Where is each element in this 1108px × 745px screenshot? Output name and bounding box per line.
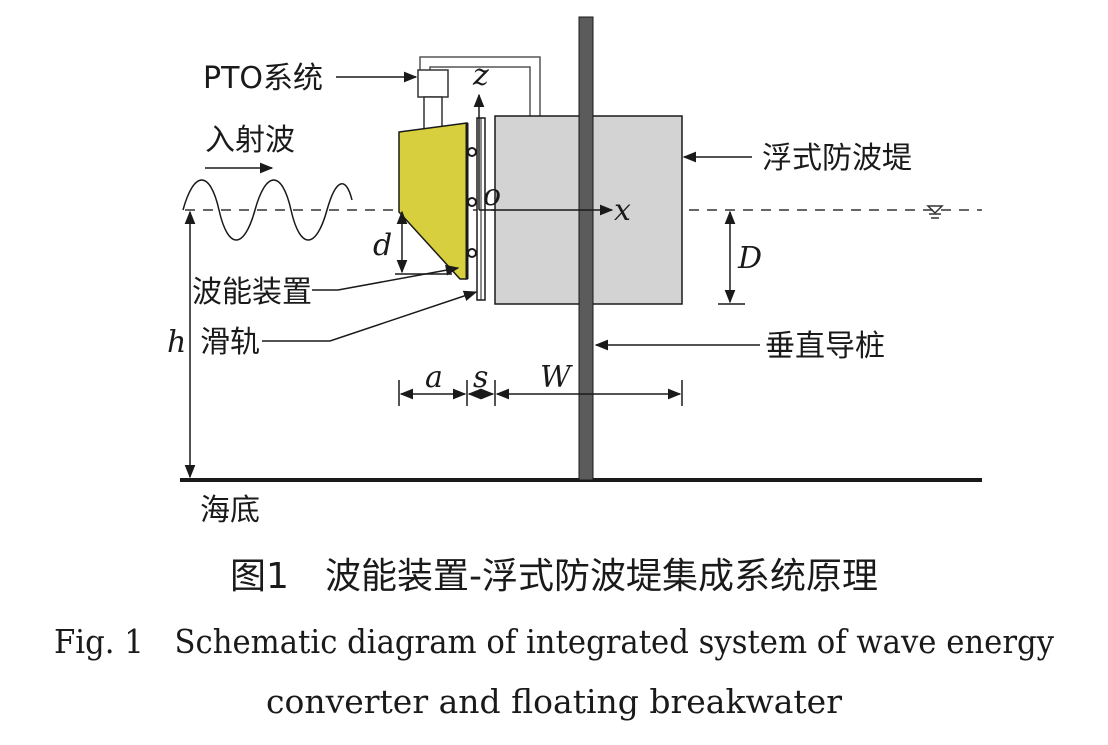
x-axis-label: x <box>614 193 631 228</box>
wave-energy-converter-label: 波能装置 <box>192 275 312 310</box>
vertical-pile-label: 垂直导桩 <box>765 329 885 364</box>
dimension-h-label: h <box>167 325 186 360</box>
incident-wave-curve <box>182 179 353 241</box>
slide-rail-label: 滑轨 <box>200 325 260 360</box>
caption-english-line1: Fig. 1 Schematic diagram of integrated s… <box>54 622 1054 661</box>
vertical-pile <box>578 16 594 481</box>
dimension-asw <box>398 380 683 406</box>
rail-rollers <box>467 147 477 258</box>
wave-energy-converter <box>398 122 468 280</box>
pto-system-block <box>417 69 449 131</box>
z-axis-label: z <box>472 58 489 93</box>
seabed-label: 海底 <box>200 493 260 528</box>
dimension-s-label: s <box>473 360 488 395</box>
dimension-D-label: D <box>737 241 762 276</box>
dimension-W-label: W <box>540 360 573 395</box>
dimension-a-label: a <box>425 360 443 395</box>
incident-wave-label: 入射波 <box>205 123 295 158</box>
rail-leader <box>262 290 478 342</box>
water-level-symbol <box>926 205 944 219</box>
caption-chinese: 图1 波能装置-浮式防波堤集成系统原理 <box>230 556 878 597</box>
slide-rail <box>476 117 486 301</box>
caption-english-line2: converter and floating breakwater <box>266 682 842 721</box>
wec-leader <box>312 264 460 291</box>
pto-system-label: PTO系统 <box>203 61 323 96</box>
dimension-d-label: d <box>373 228 392 263</box>
floating-breakwater-label: 浮式防波堤 <box>762 141 912 176</box>
origin-label: o <box>483 178 501 213</box>
dimension-D <box>718 210 745 305</box>
